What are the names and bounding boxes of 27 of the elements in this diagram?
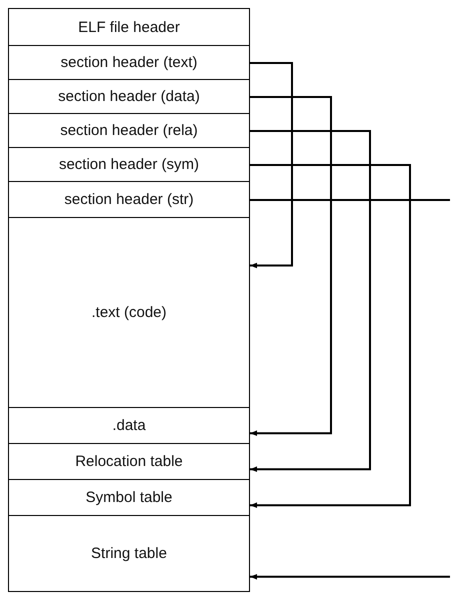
arrow (250, 96, 332, 436)
section-box (8, 480, 250, 516)
header-box (8, 114, 250, 148)
arrow (250, 164, 411, 508)
box-label: .text (code) (91, 304, 167, 321)
arrow (250, 574, 450, 580)
section-box (8, 516, 250, 592)
box-label: Relocation table (75, 453, 183, 470)
header-box (8, 182, 250, 218)
box-label: String table (91, 545, 167, 562)
box-label: section header (sym) (58, 156, 200, 173)
box-label: .data (112, 417, 146, 434)
header-box (8, 148, 250, 182)
box-label: section header (text) (60, 54, 198, 71)
box-label: Symbol table (86, 489, 172, 506)
arrow (250, 62, 293, 268)
header-box (8, 46, 250, 80)
header-box (8, 8, 250, 46)
box-label: section header (data) (58, 88, 200, 105)
header-box (8, 80, 250, 114)
section-box (8, 218, 250, 408)
box-label: section header (rela) (60, 122, 198, 139)
section-box (8, 444, 250, 480)
box-label: section header (str) (64, 191, 194, 208)
box-label: ELF file header (78, 18, 180, 36)
section-box (8, 408, 250, 444)
arrow (250, 130, 371, 472)
